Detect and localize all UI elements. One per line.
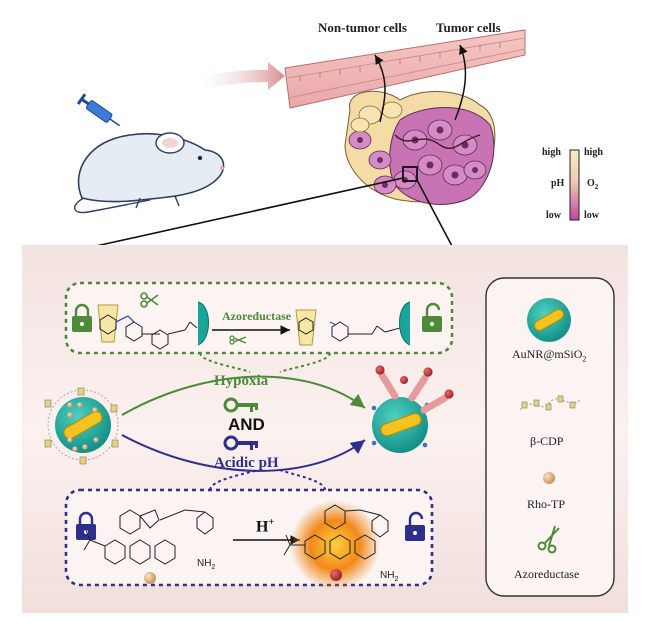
tumor-arrow — [454, 44, 468, 121]
non-tumor-cells-label: Non-tumor cells — [318, 20, 407, 35]
hypoxia-label: Hypoxia — [214, 373, 269, 389]
scissors-small-icon — [229, 335, 247, 345]
legend-azoreductase-label: Azoreductase — [514, 567, 580, 581]
ph-low-label: low — [546, 210, 561, 221]
legend-aunr-label: AuNR@mSiO2 — [512, 347, 587, 364]
amine-label-left: NH2 — [197, 558, 216, 571]
rhodamine-open — [283, 504, 389, 560]
released-nanoparticle — [371, 365, 454, 453]
ph-label: pH — [551, 178, 565, 189]
key-blue-icon — [223, 435, 258, 451]
particle-half-right — [399, 301, 411, 346]
blood-vessel — [284, 29, 526, 109]
legend-beta-cdp-label: β-CDP — [530, 434, 564, 448]
o2-high-label: high — [584, 147, 603, 158]
injection-arrow — [190, 62, 285, 92]
aunr-msio2-icon — [527, 298, 571, 342]
cleaved-product — [295, 309, 401, 346]
legend-rho-tp-label: Rho-TP — [527, 497, 566, 511]
o2-label: O2 — [587, 178, 599, 191]
mouse-illustration — [74, 132, 225, 214]
fluorescence-glow — [290, 500, 380, 590]
non-tumor-arrow — [374, 54, 386, 123]
lock-open-green-icon — [422, 302, 442, 332]
tumor-cluster — [344, 90, 496, 205]
ph-high-label: high — [542, 147, 561, 158]
key-green-icon — [223, 397, 258, 413]
lock-closed-green-icon — [72, 303, 92, 332]
tumor-cells-label: Tumor cells — [436, 20, 501, 35]
zoom-line-right — [416, 179, 453, 247]
acidic-ph-label: Acidic pH — [214, 455, 279, 471]
legend-box — [485, 277, 615, 597]
amine-label-right: NH2 — [380, 570, 399, 583]
ph-o2-gradient-bar — [569, 149, 580, 221]
released-rho-tp — [330, 569, 342, 581]
acidic-path-arrow — [121, 434, 366, 472]
zoom-box — [402, 166, 418, 182]
beta-cd-azo-complex — [97, 304, 198, 350]
rho-tp-icon — [543, 472, 555, 484]
zoom-line-left — [95, 177, 404, 247]
hypoxia-path-arrow — [121, 375, 366, 416]
scissors-icon — [140, 292, 159, 308]
beta-cdp-icon — [519, 395, 581, 411]
legend-scissors-icon — [537, 525, 560, 554]
proton-label: H+ — [256, 517, 275, 536]
syringe-icon — [76, 93, 121, 127]
and-label: AND — [228, 415, 265, 434]
particle-half-left — [197, 301, 209, 346]
hypoxia-box — [64, 281, 454, 355]
caged-nanoparticle — [44, 387, 119, 465]
rho-tp-molecule — [144, 572, 156, 584]
lock-open-blue-icon — [405, 511, 425, 541]
o2-low-label: low — [584, 210, 599, 221]
azoreductase-label: Azoreductase — [222, 309, 292, 323]
rhodamine-spirolactam — [83, 509, 214, 565]
